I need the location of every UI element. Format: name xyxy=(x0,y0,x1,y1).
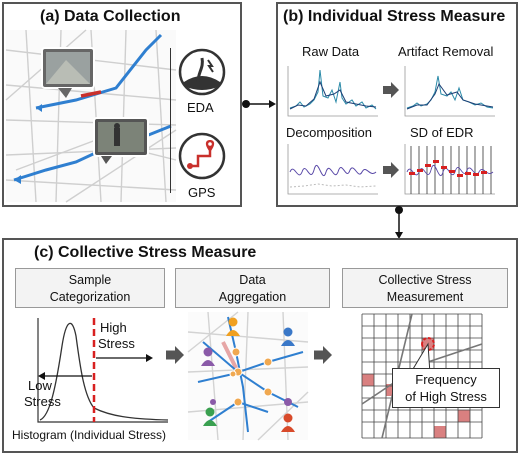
person-green xyxy=(203,407,217,426)
arrow-decomp-to-sd xyxy=(383,162,399,178)
histogram-curve xyxy=(39,322,169,421)
stress-histogram xyxy=(37,318,169,423)
decomposition-label: Decomposition xyxy=(286,125,372,140)
city-map-a xyxy=(5,29,177,203)
histogram-caption: Histogram (Individual Stress) xyxy=(12,428,167,442)
aggregation-map xyxy=(187,311,309,441)
raw-data-plot xyxy=(287,66,378,117)
collective-line2: Measurement xyxy=(386,290,464,304)
data-aggregation-header: Data Aggregation xyxy=(175,268,330,308)
frequency-line2: of High Stress xyxy=(405,389,487,404)
person-orange xyxy=(226,317,240,336)
data-agg-line1: Data xyxy=(239,273,266,287)
decomposition-plot xyxy=(287,144,378,195)
panel-a-divider xyxy=(170,48,171,193)
person-red xyxy=(281,413,295,432)
arrow-to-aggregation xyxy=(166,346,184,364)
raw-data-label: Raw Data xyxy=(302,44,360,59)
person-blue xyxy=(281,327,295,346)
collective-line1: Collective Stress xyxy=(378,273,472,287)
sd-of-edr-plot xyxy=(404,144,495,195)
data-agg-line2: Aggregation xyxy=(218,290,287,304)
high-stress-label-1: High xyxy=(100,320,127,335)
frequency-callout: Frequency of High Stress xyxy=(392,368,500,408)
street-photo-2 xyxy=(93,117,149,164)
arrow-raw-to-artifact xyxy=(383,82,399,98)
eda-sensor-icon xyxy=(178,48,226,96)
gps-label: GPS xyxy=(188,185,216,200)
arrow-to-collective xyxy=(314,346,332,364)
sample-categorization-header: Sample Categorization xyxy=(15,268,165,308)
sd-of-edr-label: SD of EDR xyxy=(410,125,474,140)
route-blue-1 xyxy=(35,33,163,110)
street-photo-1 xyxy=(41,47,95,98)
connector-a-to-b xyxy=(242,100,276,108)
panel-c-title: (c) Collective Stress Measure xyxy=(34,244,257,261)
panel-a-title: (a) Data Collection xyxy=(40,8,181,25)
artifact-removal-label: Artifact Removal xyxy=(398,44,494,59)
low-stress-label-2: Stress xyxy=(24,394,61,409)
collective-stress-header: Collective Stress Measurement xyxy=(342,268,508,308)
connector-b-to-c xyxy=(395,206,403,239)
person-purple xyxy=(201,347,215,366)
artifact-removal-plot xyxy=(404,66,495,117)
high-stress-label-2: Stress xyxy=(98,336,135,351)
eda-label: EDA xyxy=(187,100,214,115)
low-stress-label-1: Low xyxy=(28,378,52,393)
frequency-line1: Frequency xyxy=(415,372,477,387)
panel-b-title: (b) Individual Stress Measure xyxy=(283,8,506,25)
gps-route-icon xyxy=(178,132,226,180)
sample-cat-line1: Sample xyxy=(68,273,112,287)
sample-cat-line2: Categorization xyxy=(49,290,131,304)
